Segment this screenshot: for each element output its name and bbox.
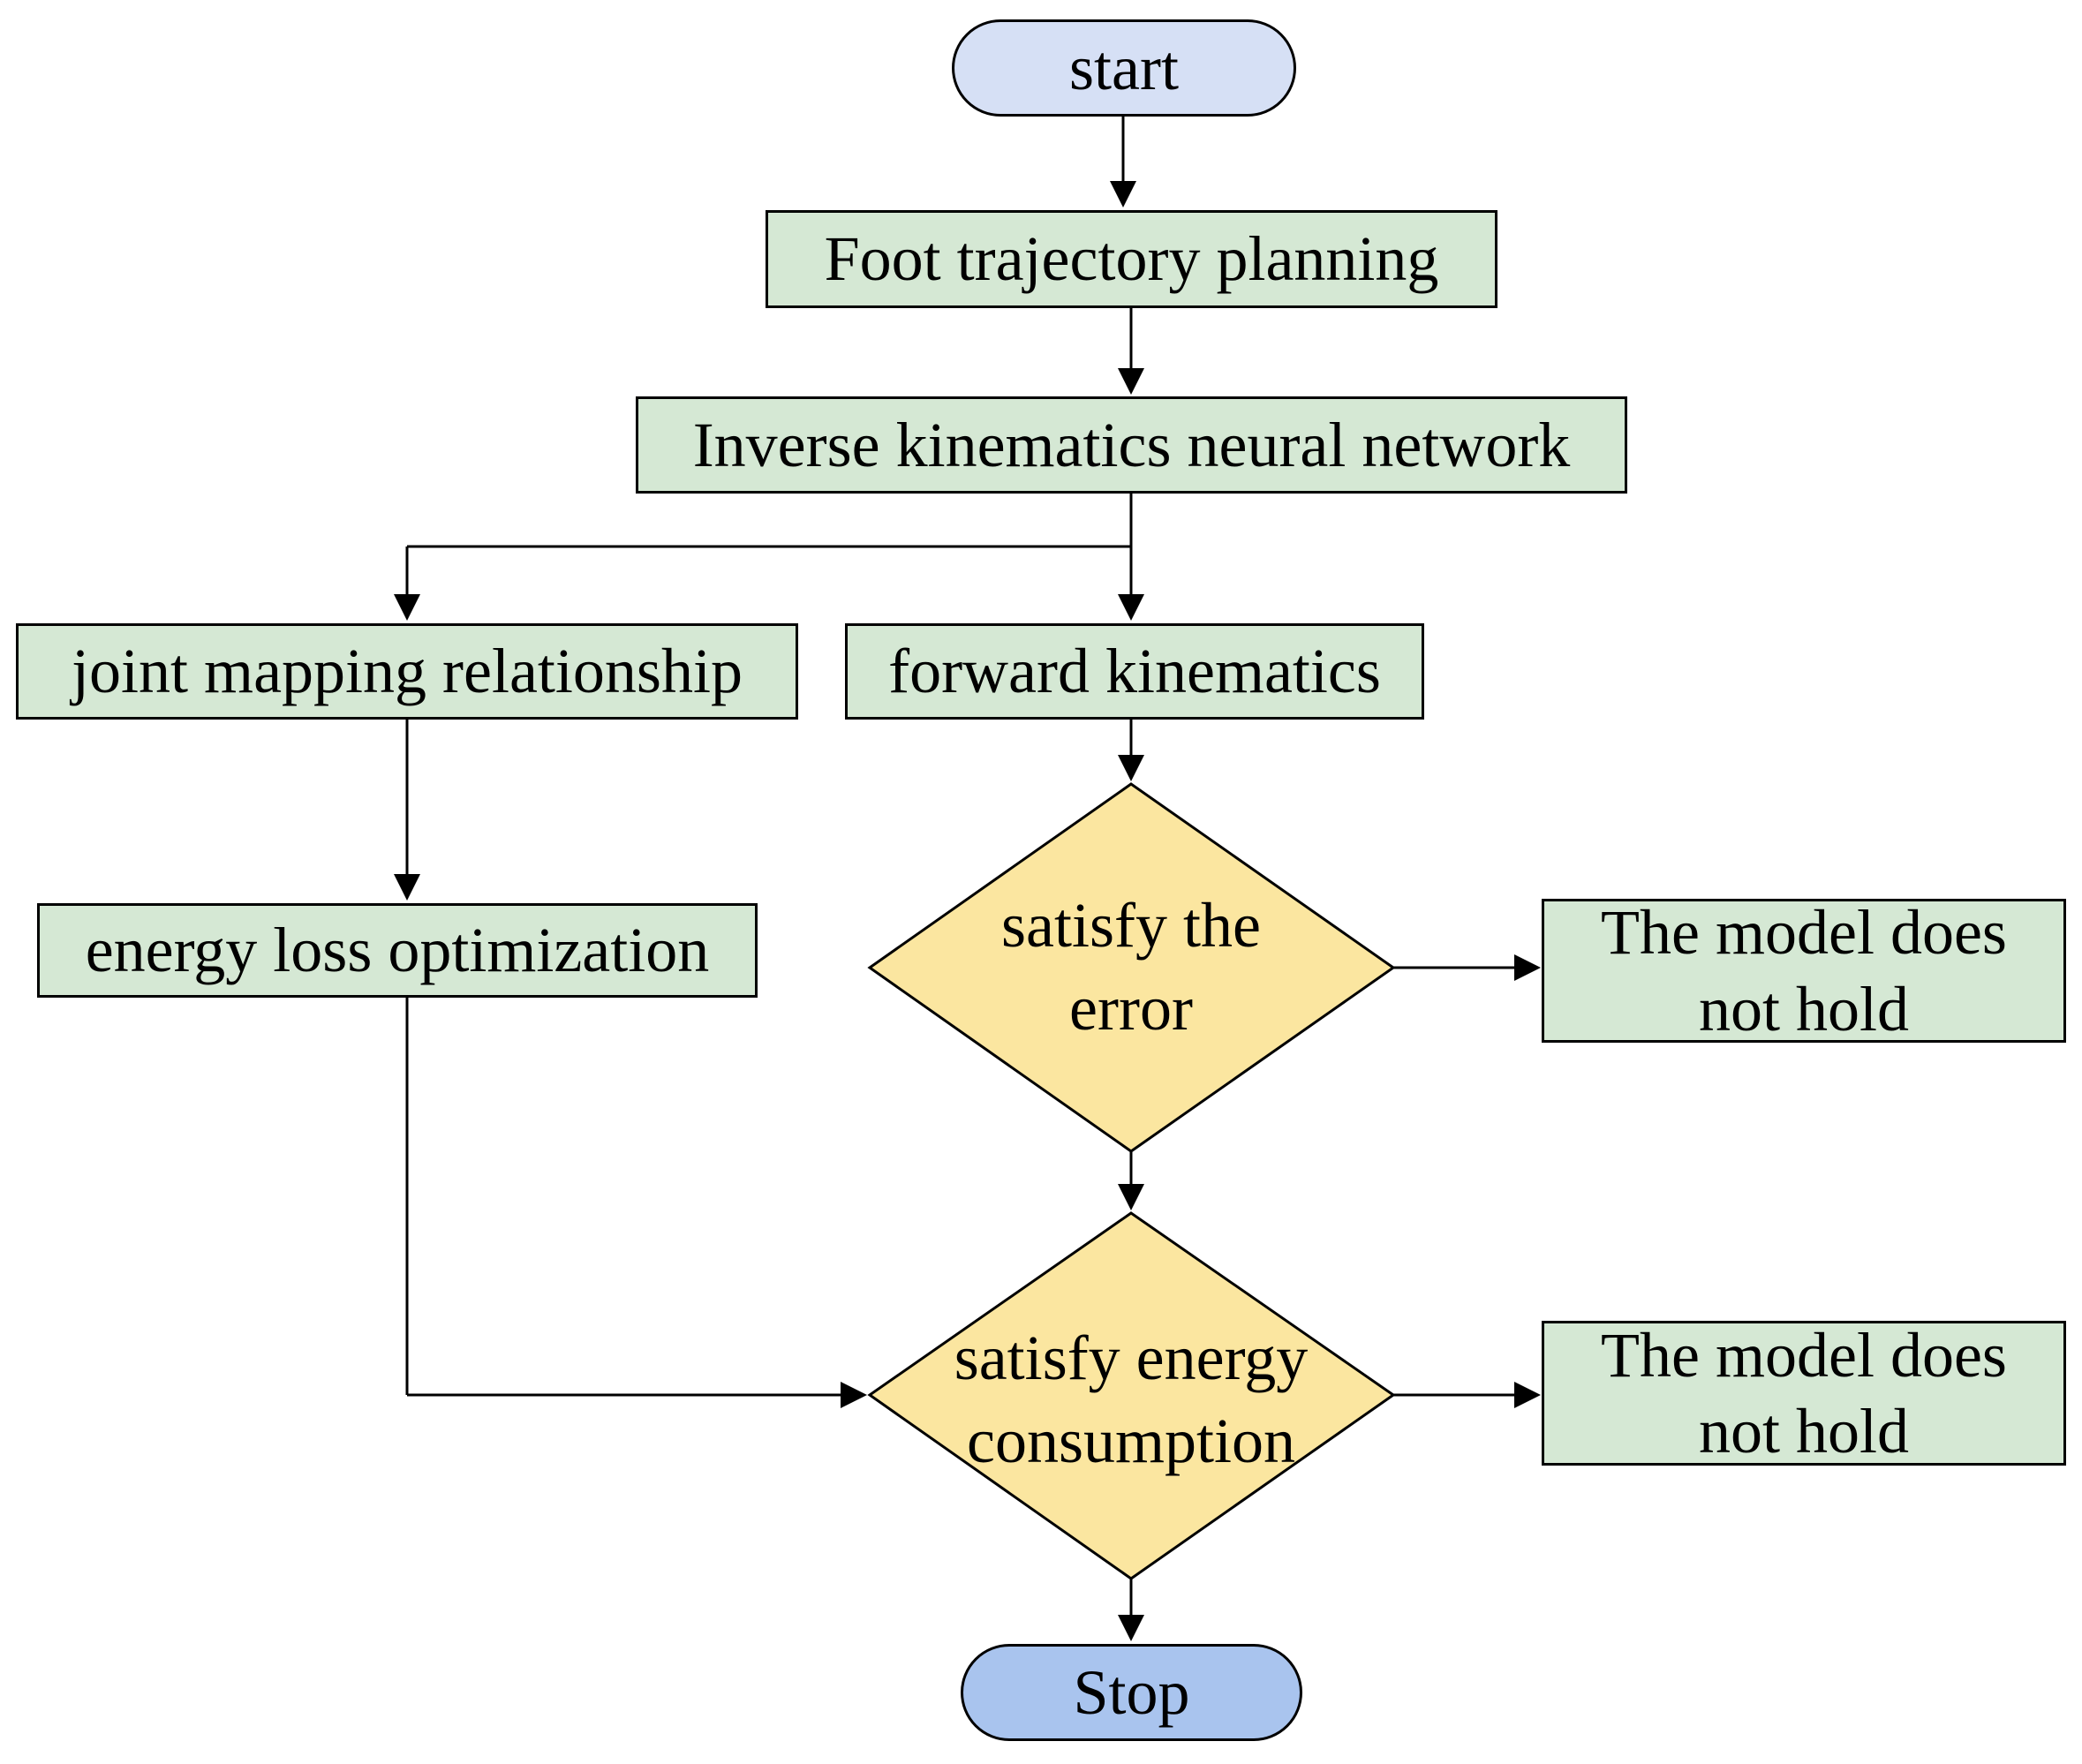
- stop-label: Stop: [1073, 1656, 1190, 1728]
- forward-kinematics-box: forward kinematics: [845, 623, 1424, 720]
- model-fail-2-label: The model does not hold: [1601, 1319, 2007, 1466]
- decision-energy-label: satisfy energy consumption: [954, 1323, 1309, 1476]
- model-fail-2-box: The model does not hold: [1542, 1320, 2066, 1466]
- forward-kinematics-label: forward kinematics: [888, 636, 1381, 707]
- start-label: start: [1069, 32, 1179, 103]
- stop-terminal: Stop: [961, 1644, 1302, 1741]
- decision-error-label: satisfy the error: [1001, 890, 1261, 1044]
- energy-loss-label: energy loss optimization: [85, 915, 710, 986]
- model-fail-1-label: The model does not hold: [1601, 897, 2007, 1044]
- joint-mapping-label: joint mapping relationship: [72, 636, 743, 707]
- inverse-kinematics-box: Inverse kinematics neural network: [636, 396, 1627, 494]
- model-fail-1-box: The model does not hold: [1542, 897, 2066, 1044]
- foot-trajectory-box: Foot trajectory planning: [766, 210, 1497, 308]
- start-terminal: start: [952, 19, 1296, 117]
- energy-loss-box: energy loss optimization: [37, 903, 758, 998]
- foot-trajectory-label: Foot trajectory planning: [824, 223, 1439, 295]
- inverse-kinematics-label: Inverse kinematics neural network: [692, 409, 1571, 480]
- joint-mapping-box: joint mapping relationship: [16, 623, 798, 720]
